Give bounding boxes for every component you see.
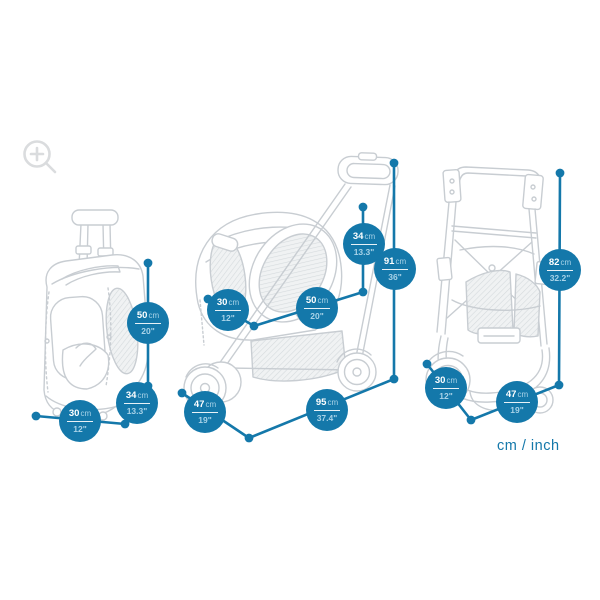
measurement-badge-cabin-length: 50cm 20" <box>296 287 338 329</box>
measurement-badge-carrier-height: 50cm 20" <box>127 302 169 344</box>
measurement-badge-cabin-width: 30cm 12" <box>207 289 249 331</box>
magnifier-plus-icon[interactable] <box>18 136 64 182</box>
units-caption: cm / inch <box>497 438 560 454</box>
folded-mesh-panel <box>465 269 514 336</box>
stroller-handle <box>337 152 399 186</box>
measurement-badge-folded-depth: 47cm 19" <box>496 381 538 423</box>
stroller-open-sketch <box>183 152 399 410</box>
measurement-badge-stroller-length: 95cm 37.4" <box>306 389 348 431</box>
measurement-badge-folded-height: 82cm 32.2" <box>539 249 581 291</box>
carrier-bag-sketch <box>43 209 150 421</box>
measurement-badge-stroller-width: 47cm 19" <box>184 391 226 433</box>
measurement-badge-folded-width: 30cm 12" <box>425 367 467 409</box>
measurement-badge-stroller-height: 91cm 36" <box>374 248 416 290</box>
measurement-badge-carrier-width: 30cm 12" <box>59 400 101 442</box>
rear-wheel <box>337 352 377 392</box>
measurement-badge-carrier-depth: 34cm 13.3" <box>116 382 158 424</box>
front-pocket <box>61 343 110 390</box>
trolley-handle <box>71 209 119 226</box>
